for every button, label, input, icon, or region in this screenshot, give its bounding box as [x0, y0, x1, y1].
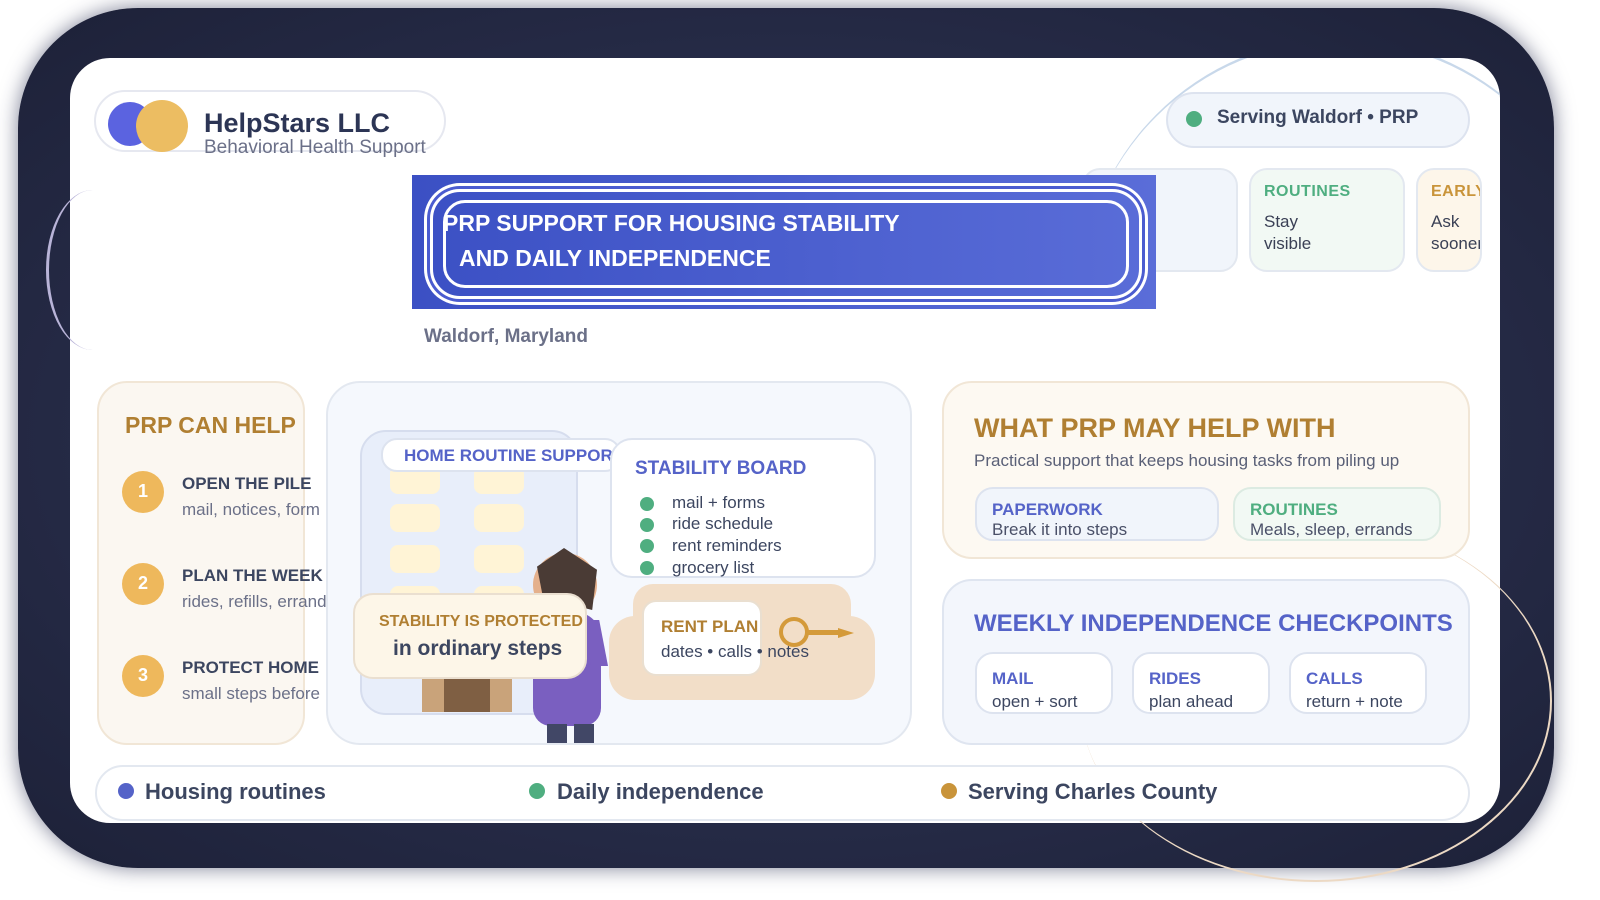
mini-card-early-label: EARLY [1431, 183, 1482, 200]
chip-paperwork-heading: PAPERWORK [992, 500, 1103, 519]
step-text-2: rides, refills, errand [182, 592, 326, 611]
chip-routines [1233, 487, 1441, 541]
window [474, 545, 524, 573]
bullet-dot [640, 497, 654, 511]
footer-serving-county: Serving Charles County [968, 779, 1218, 804]
footer-dot-county [941, 783, 957, 799]
board-item-1: mail + forms [672, 493, 766, 512]
mini-card-routines-label: ROUTINES [1264, 183, 1351, 200]
weekly-checkpoints-title: WEEKLY INDEPENDENCE CHECKPOINTS [974, 610, 1453, 637]
key-icon-shaft [806, 630, 844, 635]
mini-card-early: EARLY Ask sooner [1416, 168, 1482, 272]
stability-board [610, 438, 876, 578]
footer-dot-independence [529, 783, 545, 799]
bullet-dot [640, 539, 654, 553]
key-icon [779, 617, 809, 647]
rent-plan-card [642, 600, 762, 676]
status-pill [1166, 92, 1470, 148]
status-pill-text: Serving Waldorf • PRP [1217, 107, 1419, 128]
footer-housing-routines: Housing routines [145, 779, 326, 804]
footer-daily-independence: Daily independence [557, 779, 764, 804]
bullet-dot [640, 561, 654, 575]
rent-plan-title: RENT PLAN [661, 617, 759, 636]
location-label: Waldorf, Maryland [424, 326, 588, 347]
checkpoint-mail [975, 652, 1113, 714]
board-item-2: ride schedule [672, 514, 774, 533]
stability-callout [353, 593, 587, 679]
window [474, 504, 524, 532]
stability-board-title: STABILITY BOARD [635, 458, 807, 479]
what-prp-subtitle: Practical support that keeps housing tas… [974, 451, 1400, 470]
key-icon-tip [838, 628, 854, 638]
headline-line-2: AND DAILY INDEPENDENCE [459, 245, 771, 271]
chip-paperwork [975, 487, 1219, 541]
prp-help-title: PRP CAN HELP [125, 412, 296, 438]
step-text-3: small steps before [182, 684, 320, 703]
checkpoint-rides-heading: RIDES [1149, 669, 1201, 688]
checkpoint-rides-text: plan ahead [1149, 692, 1234, 711]
home-routine-tag [381, 438, 621, 472]
mini-card-early-text-1: Ask [1431, 212, 1460, 231]
step-heading-3: PROTECT HOME [182, 658, 319, 677]
rent-plan-text: dates • calls • notes [661, 642, 809, 661]
checkpoint-mail-heading: MAIL [992, 669, 1034, 688]
step-heading-1: OPEN THE PILE [182, 474, 312, 493]
mini-card-routines [1249, 168, 1405, 272]
mini-card-routines-text-1: Stay [1264, 212, 1299, 231]
step-heading-2: PLAN THE WEEK [182, 566, 323, 585]
bullet-dot [640, 518, 654, 532]
logo-circle-gold [136, 100, 188, 152]
window [390, 504, 440, 532]
brand-name: HelpStars LLC [204, 108, 391, 138]
chip-routines-text: Meals, sleep, errands [1250, 520, 1413, 539]
what-prp-title: WHAT PRP MAY HELP WITH [974, 413, 1336, 443]
board-item-3: rent reminders [672, 536, 782, 555]
headline-banner [412, 175, 1156, 309]
checkpoint-mail-text: open + sort [992, 692, 1078, 711]
mini-card-early-text-2: sooner [1431, 234, 1482, 253]
checkpoint-rides [1132, 652, 1270, 714]
chip-paperwork-text: Break it into steps [992, 520, 1128, 539]
step-text-1: mail, notices, form [182, 500, 320, 519]
banner-frame-inner [443, 200, 1129, 288]
checkpoint-calls [1289, 652, 1427, 714]
status-dot [1186, 111, 1202, 127]
person-leg [547, 724, 567, 743]
step-number-1: 1 [122, 471, 164, 513]
window [390, 545, 440, 573]
home-routine-tag-text: HOME ROUTINE SUPPORT [404, 446, 616, 465]
step-list: OPEN THE PILE mail, notices, form PLAN T… [170, 460, 326, 710]
footer-dot-housing [118, 783, 134, 799]
stability-callout-line-2: in ordinary steps [393, 637, 563, 660]
footer-bar [95, 765, 1470, 821]
checkpoint-calls-text: return + note [1306, 692, 1403, 711]
stability-callout-line-1: STABILITY IS PROTECTED [379, 613, 583, 630]
chip-routines-heading: ROUTINES [1250, 500, 1338, 519]
person-leg [574, 724, 594, 743]
brand-subtitle: Behavioral Health Support [204, 137, 426, 158]
headline-line-1: PRP SUPPORT FOR HOUSING STABILITY [443, 210, 900, 236]
step-number-2: 2 [122, 563, 164, 605]
board-item-4: grocery list [672, 558, 755, 577]
step-number-3: 3 [122, 655, 164, 697]
mini-card-routines-text-2: visible [1264, 234, 1312, 253]
banner-frame [430, 189, 1142, 299]
checkpoint-calls-heading: CALLS [1306, 669, 1363, 688]
